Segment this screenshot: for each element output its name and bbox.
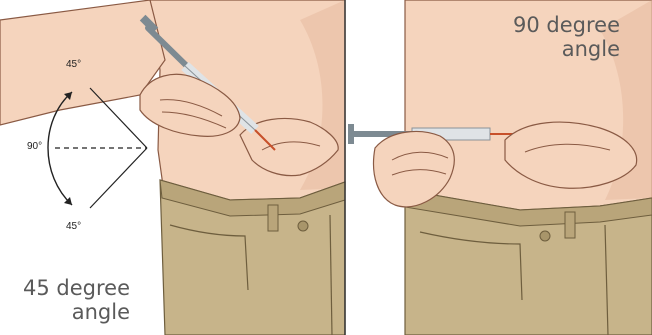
- angle-label-top: 45°: [66, 59, 81, 70]
- right-plunger-cap: [348, 124, 354, 144]
- left-belt-loop: [268, 205, 278, 231]
- left-button: [298, 221, 308, 231]
- left-caption-line2: angle: [23, 300, 130, 324]
- left-caption-line1: 45 degree: [23, 276, 130, 300]
- right-caption-line1: 90 degree: [513, 13, 620, 37]
- right-caption-line2: angle: [513, 37, 620, 61]
- angle-label-middle: 90°: [27, 141, 42, 152]
- right-caption: 90 degree angle: [513, 13, 620, 61]
- left-caption: 45 degree angle: [23, 276, 130, 324]
- right-button: [540, 231, 550, 241]
- angle-label-bottom: 45°: [66, 221, 81, 232]
- angle-line-bottom: [90, 148, 147, 208]
- right-belt-loop: [565, 212, 575, 238]
